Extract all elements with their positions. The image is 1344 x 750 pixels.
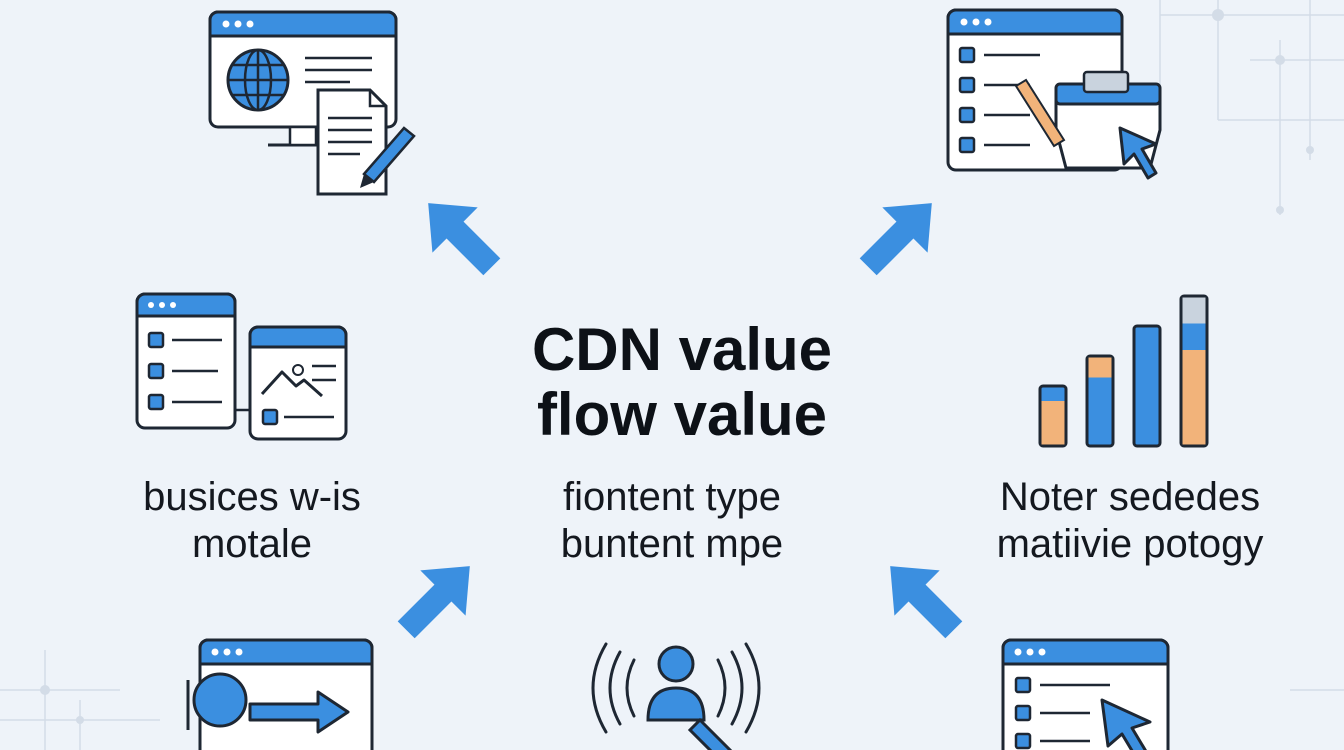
arrow-bottom-right-icon xyxy=(890,566,963,639)
middle-left-browser-illustration xyxy=(135,292,348,441)
bar-chart-illustration xyxy=(1038,294,1209,448)
bottom-left-browser-illustration xyxy=(186,638,374,750)
image-icon xyxy=(260,364,323,398)
bar-2 xyxy=(1085,354,1115,448)
right-label-line1: Noter sededes xyxy=(999,475,1261,519)
center-subtitle-line2: buntent mpe xyxy=(560,522,784,567)
center-subtitle: fiontent type buntent mpe xyxy=(462,474,882,568)
center-title-line2: flow value xyxy=(536,380,828,448)
arrow-top-right-icon xyxy=(859,203,932,276)
pen-icon xyxy=(360,126,416,188)
right-node-label: Noter sededes matiivie potogy xyxy=(950,474,1310,568)
left-label-line1: busices w-is xyxy=(143,475,361,519)
arrow-top-left-icon xyxy=(428,203,501,276)
bottom-right-browser-illustration xyxy=(1001,638,1170,750)
bar-segment-1 xyxy=(1041,401,1065,445)
bar-3 xyxy=(1132,324,1162,448)
left-label-line2: motale xyxy=(191,522,313,567)
cursor-icon xyxy=(1118,126,1158,180)
user-broadcast-icon xyxy=(591,642,761,750)
center-subtitle-line1: fiontent type xyxy=(563,475,781,519)
left-node-label: busices w-is motale xyxy=(92,474,412,568)
top-right-browser-illustration xyxy=(946,8,1162,180)
arrow-bottom-left-icon xyxy=(397,566,470,639)
bar-segment-2 xyxy=(1088,357,1112,378)
globe-icon xyxy=(226,48,290,112)
top-left-browser-illustration xyxy=(208,10,416,196)
right-label-line2: matiivie potogy xyxy=(996,522,1264,567)
bar-segment-4 xyxy=(1182,350,1206,445)
center-title-line1: CDN value xyxy=(531,316,833,383)
center-title: CDN value flow value xyxy=(472,316,892,448)
bar-cap-4 xyxy=(1182,297,1206,324)
